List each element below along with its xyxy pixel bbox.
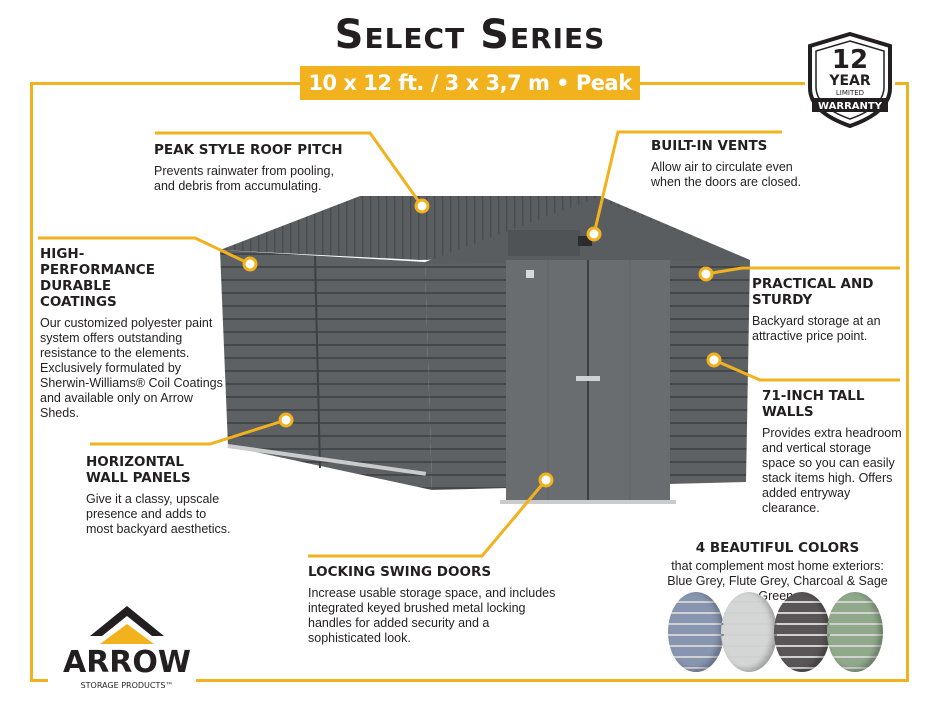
callout-walls: 71-Inch Tall Walls Provides extra headro…	[762, 388, 902, 516]
callout-title: 71-Inch Tall Walls	[762, 388, 865, 420]
callout-body: Provides extra headroom and vertical sto…	[762, 426, 902, 515]
callout-title: Practical and Sturdy	[752, 276, 874, 308]
page-title: Select Series	[334, 12, 606, 58]
arrow-logo: ARROW STORAGE PRODUCTS™	[63, 606, 191, 690]
color-swatch-flute-grey	[721, 592, 777, 672]
frame-top-left	[30, 82, 300, 85]
callout-title: Built-In Vents	[651, 138, 768, 154]
callout-title: High-Performance Durable Coatings	[40, 246, 155, 310]
color-swatch-blue-grey	[668, 592, 724, 672]
callout-sturdy: Practical and Sturdy Backyard storage at…	[752, 276, 902, 344]
marker-coatings	[242, 256, 258, 272]
callout-body: Increase usable storage space, and inclu…	[308, 586, 556, 645]
colors-title: 4 Beautiful Colors	[695, 540, 860, 556]
marker-walls	[706, 352, 722, 368]
house-icon	[90, 606, 164, 636]
vent-icon	[578, 236, 592, 246]
frame-right	[906, 82, 909, 682]
callout-vents: Built-In Vents Allow air to circulate ev…	[651, 138, 811, 190]
shed-side-wall	[220, 250, 432, 490]
logo-tagline: STORAGE PRODUCTS™	[81, 681, 174, 690]
color-swatch-charcoal	[774, 592, 830, 672]
marker-panels	[278, 412, 294, 428]
callout-peak-roof: Peak Style Roof Pitch Prevents rainwater…	[154, 142, 354, 194]
size-subtitle: 10 x 12 ft. / 3 x 3,7 m • Peak Roof	[300, 66, 640, 129]
callout-body: Allow air to circulate even when the doo…	[651, 160, 802, 189]
marker-vents	[586, 226, 602, 242]
logo-brand: ARROW	[63, 645, 191, 680]
callout-panels: Horizontal Wall Panels Give it a classy,…	[86, 454, 236, 537]
warranty-badge: 12 YEAR LIMITED WARRANTY	[808, 32, 892, 128]
door-handle-icon	[576, 376, 600, 381]
frame-left	[30, 82, 33, 682]
frame-bottom-left	[30, 679, 48, 682]
color-swatch-sage-green	[827, 592, 883, 672]
callout-title: Horizontal Wall Panels	[86, 454, 191, 486]
callout-body: Backyard storage at an attractive price …	[752, 314, 881, 343]
warranty-year: YEAR	[828, 73, 871, 89]
marker-sturdy	[698, 266, 714, 282]
callout-title: Locking Swing Doors	[308, 564, 492, 580]
marker-roof	[414, 198, 430, 214]
frame-top-right	[640, 82, 805, 85]
warranty-limited: LIMITED	[836, 89, 864, 97]
callout-body: Our customized polyester paint system of…	[40, 316, 223, 420]
callout-coatings: High-Performance Durable Coatings Our cu…	[40, 246, 225, 421]
callout-body: Give it a classy, upscale presence and a…	[86, 492, 231, 536]
frame-top-right-end	[895, 82, 909, 85]
colors-section: 4 Beautiful Colors that complement most …	[655, 540, 900, 604]
colors-line-1: that complement most home exteriors:	[671, 559, 884, 573]
callout-title: Peak Style Roof Pitch	[154, 142, 343, 158]
callout-doors: Locking Swing Doors Increase usable stor…	[308, 564, 558, 646]
marker-doors	[538, 472, 554, 488]
warranty-number: 12	[832, 45, 868, 75]
warranty-label: WARRANTY	[818, 101, 883, 112]
callout-body: Prevents rainwater from pooling, and deb…	[154, 164, 334, 193]
frame-bottom-right	[196, 679, 909, 682]
